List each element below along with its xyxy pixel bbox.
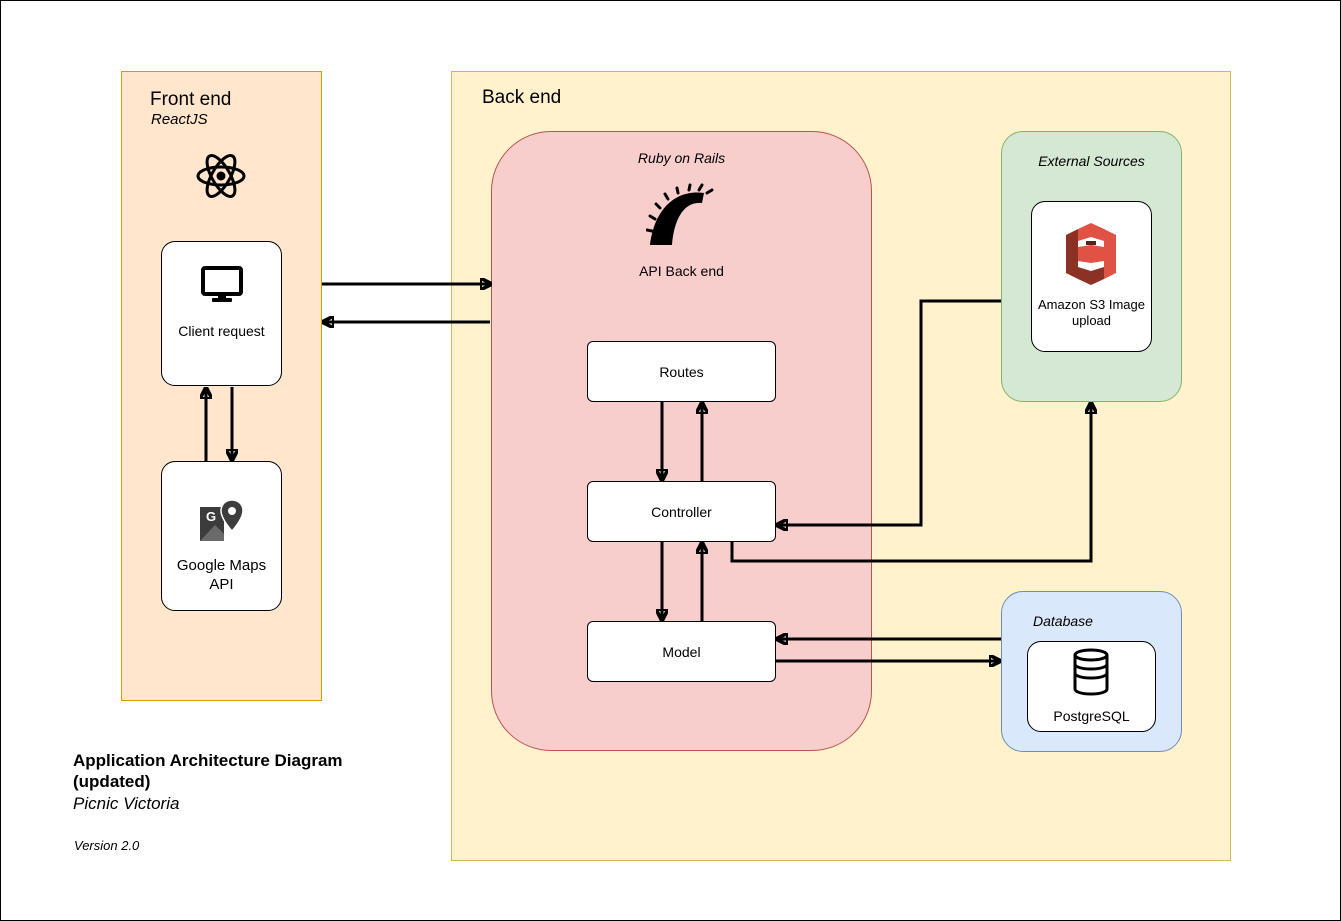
diagram-caption-title: Application Architecture Diagram (update… [73, 750, 343, 792]
database-title: Database [1033, 613, 1093, 629]
rails-icon [646, 183, 714, 245]
svg-text:G: G [206, 509, 216, 524]
postgresql-label: PostgreSQL [1053, 708, 1130, 724]
amazon-s3-label-line2: upload [1071, 313, 1112, 328]
rails-label: API Back end [639, 263, 724, 279]
frontend-title: Front end [150, 89, 232, 110]
google-maps-label-line1: Google Maps [176, 557, 267, 574]
google-maps-icon: G [200, 499, 244, 541]
amazon-s3-label-line1: Amazon S3 Image [1038, 297, 1145, 312]
model-box[interactable]: Model [587, 621, 776, 682]
react-icon [196, 154, 246, 198]
rails-title: Ruby on Rails [637, 150, 726, 166]
backend-title: Back end [482, 87, 562, 108]
external-sources-title: External Sources [1038, 153, 1145, 169]
database-icon [1073, 648, 1109, 696]
amazon-s3-label: Amazon S3 Image upload [1031, 297, 1152, 329]
monitor-icon [201, 266, 243, 302]
client-request-node[interactable] [161, 241, 282, 386]
caption-title-line1: Application Architecture Diagram [73, 751, 343, 770]
postgresql-node[interactable] [1027, 641, 1156, 732]
amazon-s3-icon [1066, 223, 1116, 285]
client-request-label: Client request [178, 323, 265, 339]
controller-box[interactable]: Controller [587, 481, 776, 542]
google-maps-label: Google Maps API [161, 556, 282, 594]
routes-box[interactable]: Routes [587, 341, 776, 402]
project-name: Picnic Victoria [73, 794, 180, 813]
google-maps-label-line2: API [209, 576, 234, 593]
version-label: Version 2.0 [74, 838, 140, 853]
frontend-subtitle: ReactJS [151, 111, 208, 128]
caption-title-line2: (updated) [73, 772, 151, 791]
